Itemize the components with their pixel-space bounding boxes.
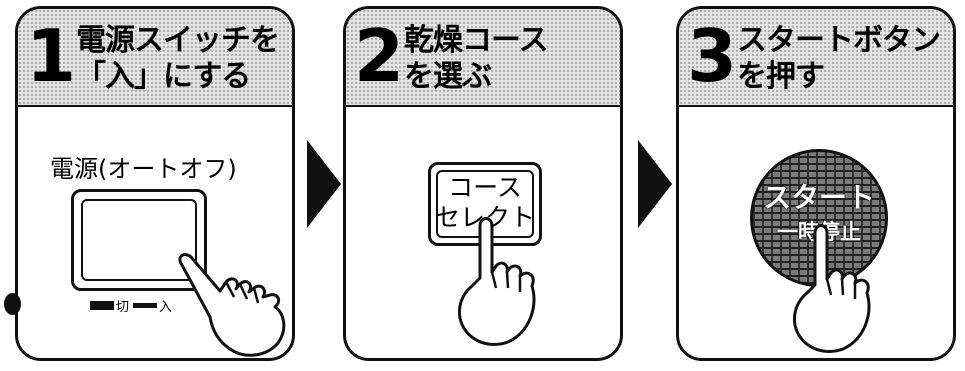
power-switch-caption: 電源(オートオフ) (50, 155, 237, 183)
power-switch-button[interactable] (71, 189, 207, 291)
off-position-marker (90, 301, 114, 310)
pointing-hand-icon (458, 217, 536, 346)
course-select-label-line1: コース (448, 173, 522, 202)
start-pause-button[interactable]: スタート 一時停止 (750, 149, 888, 287)
step-3-panel: 3 スタートボタン を押す スタート 一時停止 (676, 6, 956, 361)
start-button-label-line1: スタート (762, 181, 875, 214)
step-1-number: 1 (26, 14, 77, 98)
step-1-header: 1 電源スイッチを 「入」にする (18, 9, 292, 107)
step-2-title-line1: 乾燥コース (404, 23, 548, 58)
course-select-button[interactable]: コース セレクト (428, 162, 542, 246)
arrow-right-icon (638, 140, 672, 228)
step-2-number: 2 (354, 14, 405, 98)
step-3-title-line2: を押す (737, 59, 825, 94)
switch-legend: 切入 (90, 296, 176, 315)
step-3-header: 3 スタートボタン を押す (679, 9, 953, 107)
legend-off-label: 切 (116, 300, 130, 315)
step-1-panel: 1 電源スイッチを 「入」にする 電源(オートオフ) 切入 (15, 6, 295, 361)
step-1-title: 電源スイッチを 「入」にする (76, 23, 280, 95)
step-1-title-line1: 電源スイッチを (76, 23, 280, 58)
legend-on-label: 入 (159, 300, 173, 315)
step-1-title-line2: 「入」にする (76, 59, 251, 94)
step-3-title-line1: スタートボタン (737, 23, 941, 58)
course-select-label-line2: セレクト (434, 203, 535, 232)
step-2-header: 2 乾燥コース を選ぶ (346, 9, 620, 107)
step-3-title: スタートボタン を押す (737, 23, 941, 95)
pointing-hand-icon (793, 224, 871, 353)
step-2-title-line2: を選ぶ (404, 59, 492, 94)
on-position-marker (133, 303, 158, 308)
step-2-panel: 2 乾燥コース を選ぶ コース セレクト (343, 6, 623, 361)
arrow-right-icon (307, 140, 341, 228)
speckle-mark (4, 293, 21, 315)
step-3-number: 3 (687, 14, 738, 98)
pointing-hand-icon (178, 253, 286, 357)
step-2-title: 乾燥コース を選ぶ (404, 23, 548, 95)
